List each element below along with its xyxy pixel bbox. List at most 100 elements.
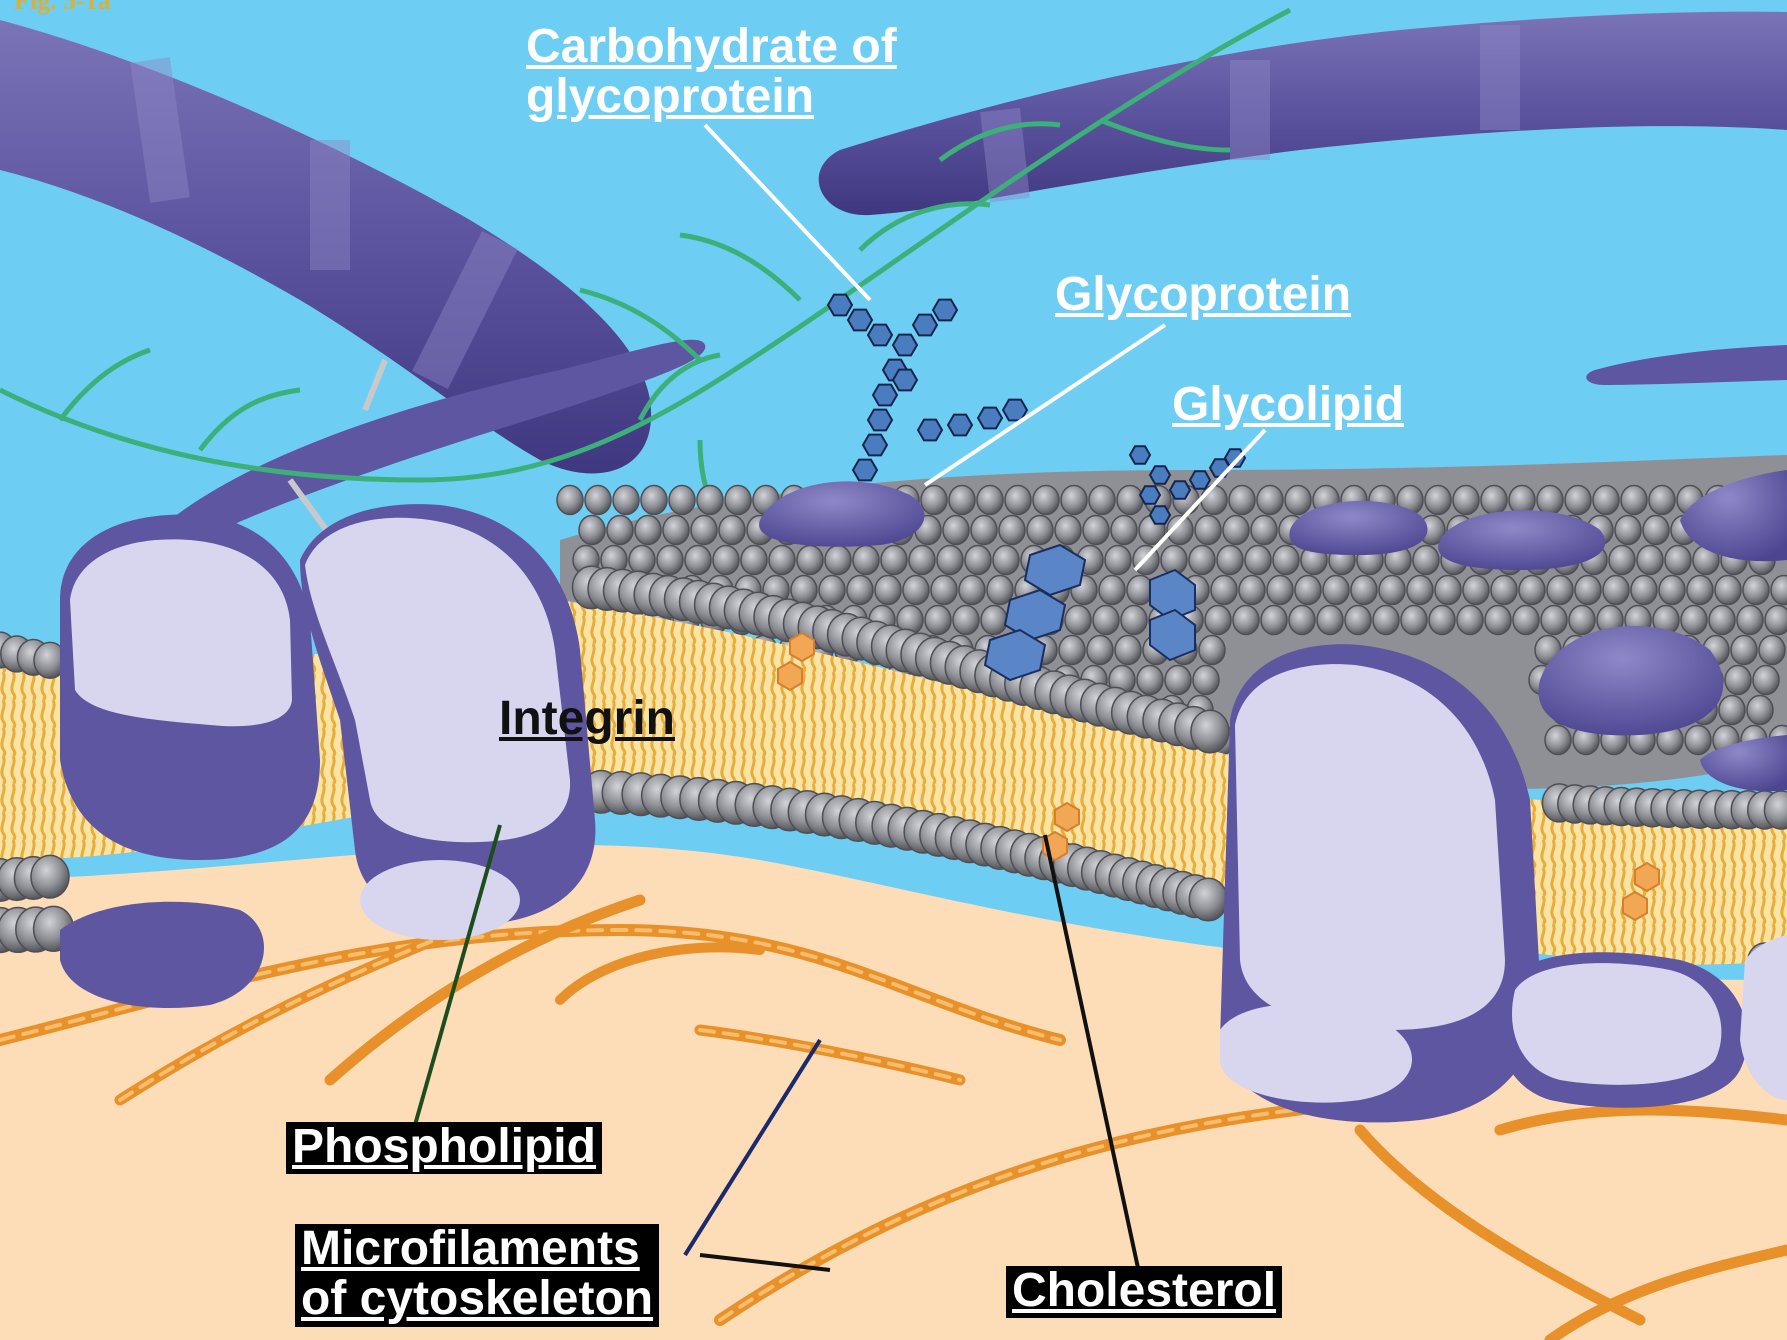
sugar-hexagon <box>913 315 937 336</box>
sugar-hexagon <box>1170 481 1190 498</box>
lipid-head <box>697 485 723 514</box>
lipid-head <box>965 545 991 574</box>
lipid-head <box>1643 515 1669 544</box>
lipid-head <box>663 515 689 544</box>
lipid-head <box>1137 665 1163 694</box>
lipid-head <box>1211 575 1237 604</box>
sugar-hexagon <box>893 335 917 356</box>
lipid-head <box>1665 545 1691 574</box>
lipid-head <box>1059 635 1085 664</box>
lipid-head <box>557 485 583 514</box>
lipid-head <box>853 545 879 574</box>
lipid-head <box>1615 515 1641 544</box>
lipid-head <box>1189 878 1227 921</box>
lipid-head <box>959 575 985 604</box>
lipid-head <box>1481 485 1507 514</box>
lipid-head <box>579 515 605 544</box>
lipid-head <box>1191 710 1229 753</box>
lipid-head <box>1731 635 1757 664</box>
lipid-head <box>1603 575 1629 604</box>
sugar-hexagon <box>1150 506 1170 523</box>
lipid-head <box>1545 725 1571 754</box>
lipid-head <box>613 485 639 514</box>
lipid-head <box>1217 545 1243 574</box>
label-integrin: Integrin <box>499 694 675 744</box>
lipid-head <box>31 855 69 898</box>
lipid-head <box>1229 485 1255 514</box>
sugar-hexagon <box>933 300 957 321</box>
lipid-head <box>1121 605 1147 634</box>
lipid-head <box>1715 575 1741 604</box>
lipid-head <box>1117 485 1143 514</box>
lipid-head <box>875 575 901 604</box>
lipid-head <box>1485 605 1511 634</box>
lipid-head <box>1061 485 1087 514</box>
lipid-head <box>1317 605 1343 634</box>
lipid-head <box>797 545 823 574</box>
lipid-head <box>819 575 845 604</box>
label-glycolipid: Glycolipid <box>1172 380 1404 430</box>
lipid-head <box>1457 605 1483 634</box>
lipid-head <box>1709 605 1735 634</box>
lipid-head <box>641 485 667 514</box>
lipid-head <box>1099 575 1125 604</box>
lipid-head <box>1519 575 1545 604</box>
lipid-head <box>943 515 969 544</box>
lipid-head <box>1765 605 1787 634</box>
sugar-hexagon <box>1140 486 1160 503</box>
lipid-head <box>925 605 951 634</box>
lipid-head <box>1105 545 1131 574</box>
figure-tag: Fig. 5-1a <box>14 0 111 16</box>
sugar-hexagon <box>978 408 1002 429</box>
lipid-head <box>669 485 695 514</box>
lipid-head <box>1547 575 1573 604</box>
lipid-head <box>1429 605 1455 634</box>
lipid-head <box>1033 485 1059 514</box>
lipid-head <box>1425 485 1451 514</box>
label-microfilaments-line2: of cytoskeleton <box>301 1274 653 1324</box>
label-glycoprotein: Glycoprotein <box>1055 270 1351 320</box>
label-carbohydrate-line2: glycoprotein <box>526 72 897 122</box>
lipid-head <box>1027 515 1053 544</box>
lipid-head <box>937 545 963 574</box>
lipid-head <box>1685 725 1711 754</box>
lipid-head <box>629 545 655 574</box>
lipid-head <box>1257 485 1283 514</box>
sugar-hexagon <box>1130 446 1150 463</box>
lipid-head <box>999 515 1025 544</box>
lipid-head <box>635 515 661 544</box>
lipid-head <box>909 545 935 574</box>
lipid-head <box>1289 605 1315 634</box>
lipid-head <box>993 545 1019 574</box>
lipid-head <box>1245 545 1271 574</box>
lipid-head <box>1575 575 1601 604</box>
lipid-head <box>1413 545 1439 574</box>
lipid-head <box>691 515 717 544</box>
lipid-head <box>1513 605 1539 634</box>
lipid-head <box>1005 485 1031 514</box>
lipid-head <box>1491 575 1517 604</box>
lipid-head <box>953 605 979 634</box>
lipid-head <box>1621 485 1647 514</box>
lipid-head <box>1261 605 1287 634</box>
lipid-head <box>1407 575 1433 604</box>
lipid-head <box>1233 605 1259 634</box>
lipid-head <box>1637 545 1663 574</box>
lipid-head <box>1165 665 1191 694</box>
lipid-head <box>1453 485 1479 514</box>
lipid-head <box>1379 575 1405 604</box>
lipid-head <box>1435 575 1461 604</box>
lipid-head <box>1743 575 1769 604</box>
lipid-head <box>1273 545 1299 574</box>
lipid-head <box>977 485 1003 514</box>
lipid-head <box>1681 605 1707 634</box>
lipid-head <box>949 485 975 514</box>
label-carbohydrate-line1: Carbohydrate of <box>526 22 897 72</box>
lipid-head <box>1189 545 1215 574</box>
lipid-head <box>881 545 907 574</box>
lipid-head <box>971 515 997 544</box>
lipid-head <box>1659 575 1685 604</box>
lipid-head <box>1609 545 1635 574</box>
lipid-head <box>741 545 767 574</box>
lipid-head <box>931 575 957 604</box>
